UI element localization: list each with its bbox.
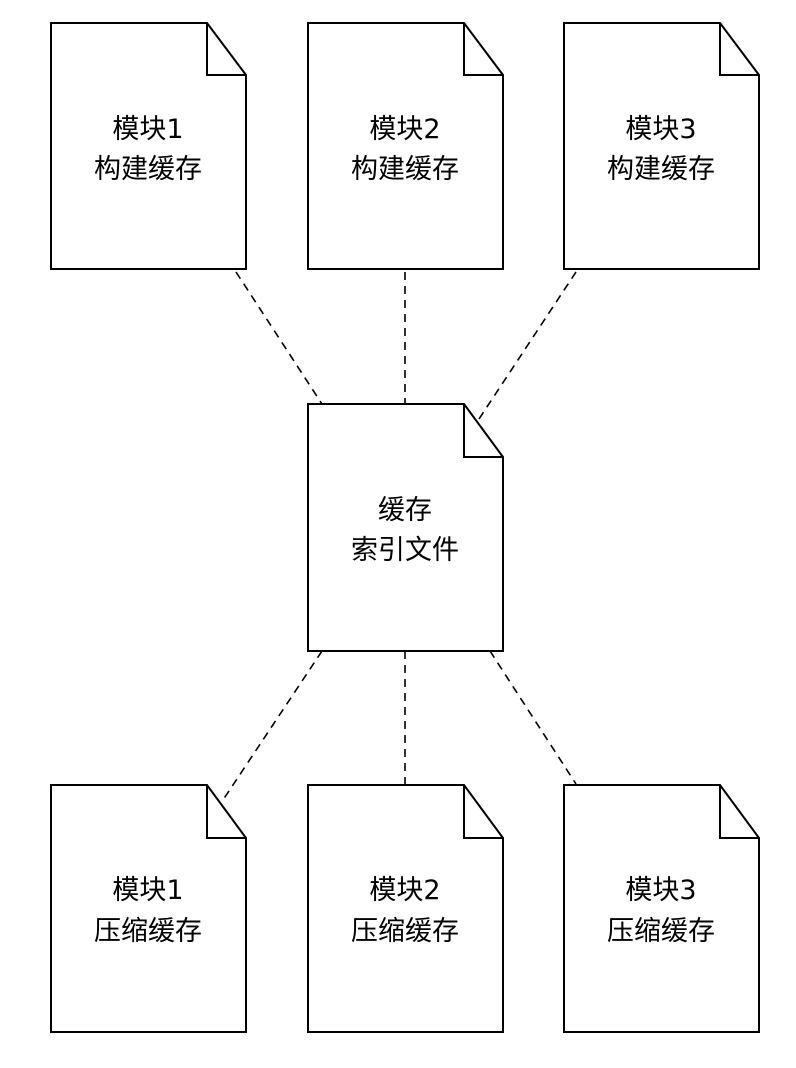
connectors: [222, 271, 577, 801]
doc-node-bot2: 模块2 压缩缓存: [307, 784, 504, 1033]
node-top1-line2: 构建缓存: [94, 154, 202, 185]
doc-node-top3: 模块3 构建缓存: [563, 22, 760, 270]
edge-center-bot1: [222, 650, 323, 801]
node-center-line2: 索引文件: [351, 535, 459, 566]
edge-center-bot3: [489, 650, 577, 785]
node-top2-line1: 模块2: [369, 114, 440, 145]
node-bot3-line1: 模块3: [625, 875, 696, 906]
doc-node-top1: 模块1 构建缓存: [50, 22, 247, 270]
node-bot1-line1: 模块1: [112, 875, 183, 906]
node-top1-line1: 模块1: [112, 114, 183, 145]
doc-node-bot1: 模块1 压缩缓存: [50, 784, 247, 1033]
node-center-line1: 缓存: [378, 495, 432, 526]
edge-top1-center: [235, 271, 323, 405]
doc-node-bot3: 模块3 压缩缓存: [563, 784, 760, 1033]
edge-top3-center: [476, 271, 577, 423]
node-bot3-line2: 压缩缓存: [607, 916, 715, 947]
node-bot2-line2: 压缩缓存: [351, 916, 459, 947]
doc-node-center: 缓存 索引文件: [307, 403, 504, 652]
node-top2-line2: 构建缓存: [351, 154, 459, 185]
node-bot2-line1: 模块2: [369, 875, 440, 906]
node-top3-line2: 构建缓存: [607, 154, 715, 185]
node-top3-line1: 模块3: [625, 114, 696, 145]
node-bot1-line2: 压缩缓存: [94, 916, 202, 947]
doc-node-top2: 模块2 构建缓存: [307, 22, 504, 270]
